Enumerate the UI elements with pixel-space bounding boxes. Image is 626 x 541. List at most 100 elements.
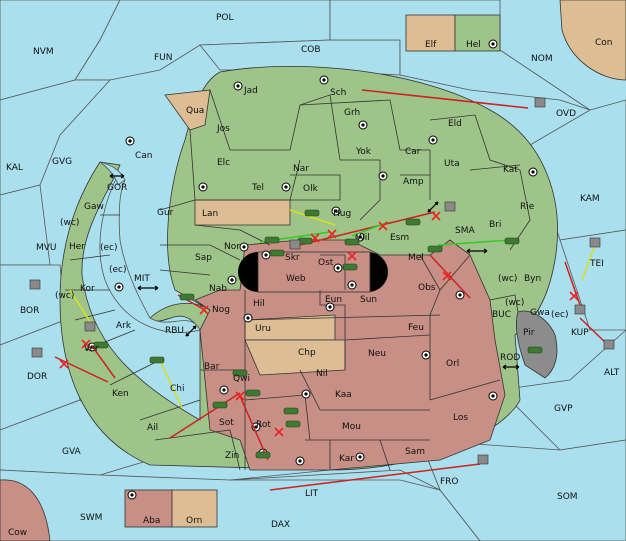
label-Tel: Tel (251, 183, 264, 193)
province-qua[interactable] (164, 89, 211, 131)
label-GVA: GVA (62, 447, 82, 457)
label-Uta: Uta (444, 159, 460, 169)
label-DAX: DAX (271, 520, 290, 530)
label-FUN: FUN (154, 53, 173, 63)
label-Ost: Ost (318, 258, 334, 268)
province-chp[interactable] (244, 339, 346, 376)
label-Lan: Lan (202, 209, 218, 219)
label-FRO: FRO (440, 477, 459, 487)
label-Qwi: Qwi (233, 374, 250, 384)
coast-label-ec2: (ec) (109, 265, 127, 275)
label-RBU: RBU (165, 326, 184, 336)
label-Gwa: Gwa (530, 308, 550, 318)
label-Neu: Neu (368, 349, 386, 359)
label-KAM: KAM (580, 194, 600, 204)
label-Amp: Amp (403, 177, 424, 187)
label-Mou: Mou (342, 422, 361, 432)
coast-label-wc1: (wc) (60, 218, 79, 228)
label-Kar: Kar (339, 454, 354, 464)
coast-label-wc3: (wc) (498, 274, 517, 284)
label-Kor: Kor (80, 284, 95, 294)
label-Jad: Jad (243, 86, 258, 96)
red-territories (194, 239, 506, 471)
label-Chi: Chi (170, 384, 185, 394)
label-Hil: Hil (253, 299, 265, 309)
label-Ver: Ver (84, 344, 99, 354)
label-BOR: BOR (20, 306, 39, 316)
label-Ail: Ail (147, 423, 158, 433)
failed-orders (59, 211, 579, 437)
coast-label-ec1: (ec) (100, 243, 118, 253)
label-GOR: GOR (107, 183, 127, 193)
label-Nog: Nog (212, 305, 230, 315)
label-Ken: Ken (112, 389, 129, 399)
label-Feu: Feu (408, 323, 424, 333)
label-Hel: Hel (466, 40, 481, 50)
label-LIT: LIT (305, 489, 319, 499)
label-GVG: GVG (52, 157, 72, 167)
label-Nil: Nil (316, 369, 328, 379)
label-Sap: Sap (195, 253, 212, 263)
label-SOM: SOM (557, 492, 578, 502)
label-Gaw: Gaw (84, 202, 104, 212)
label-Olk: Olk (303, 184, 319, 194)
label-ROD: ROD (500, 353, 520, 363)
label-OVD: OVD (556, 109, 576, 119)
label-Mel: Mel (408, 253, 424, 263)
label-Cow: Cow (8, 528, 27, 538)
fleet-units (29, 97, 615, 465)
label-Eld: Eld (448, 119, 462, 129)
label-Sun: Sun (360, 295, 377, 305)
coast-label-ec3: (ec) (551, 310, 569, 320)
inner-sea-mit (99, 174, 201, 333)
province-con[interactable] (559, 0, 626, 81)
province-pir[interactable] (516, 310, 558, 379)
label-Aba: Aba (143, 516, 160, 526)
coast-label-wc2: (wc) (55, 291, 74, 301)
label-Wil: Wil (356, 233, 370, 243)
label-Skr: Skr (285, 253, 300, 263)
label-Rie: Rie (520, 202, 535, 212)
label-Grh: Grh (344, 108, 360, 118)
label-NOM: NOM (531, 54, 553, 64)
label-Bar: Bar (204, 362, 220, 372)
label-BUC: BUC (492, 310, 511, 320)
label-Byn: Byn (524, 274, 541, 284)
label-Her: Her (69, 242, 85, 252)
label-Elc: Elc (217, 158, 230, 168)
label-Los: Los (453, 413, 468, 423)
label-Kat: Kat (503, 165, 518, 175)
label-Eun: Eun (325, 295, 342, 305)
label-Can: Can (135, 151, 153, 161)
inner-sea-gor (99, 161, 126, 186)
label-Obs: Obs (418, 283, 436, 293)
connection-arrows (109, 173, 520, 370)
label-SMA: SMA (455, 226, 475, 236)
label-MIT: MIT (134, 274, 150, 284)
label-Sch: Sch (330, 88, 346, 98)
coast-label-wc4: (wc) (505, 298, 524, 308)
label-Kaa: Kaa (335, 390, 352, 400)
label-Con: Con (595, 38, 613, 48)
label-TEI: TEI (589, 259, 604, 269)
label-MVU: MVU (36, 243, 57, 253)
label-Orl: Orl (446, 359, 459, 369)
label-Nar: Nar (293, 164, 309, 174)
label-Jos: Jos (216, 124, 230, 134)
label-POL: POL (216, 13, 234, 23)
label-Qua: Qua (186, 106, 204, 116)
order-arrows (54, 89, 609, 491)
label-Yok: Yok (355, 147, 372, 157)
label-KAL: KAL (6, 163, 23, 173)
province-orn[interactable] (171, 489, 218, 528)
label-KUP: KUP (571, 328, 589, 338)
label-Zin: Zin (225, 451, 239, 461)
army-units (93, 209, 543, 459)
label-Web: Web (286, 274, 306, 284)
label-Nab: Nab (209, 284, 227, 294)
label-Gur: Gur (157, 208, 174, 218)
label-COB: COB (301, 45, 321, 55)
label-Chp: Chp (298, 348, 316, 358)
